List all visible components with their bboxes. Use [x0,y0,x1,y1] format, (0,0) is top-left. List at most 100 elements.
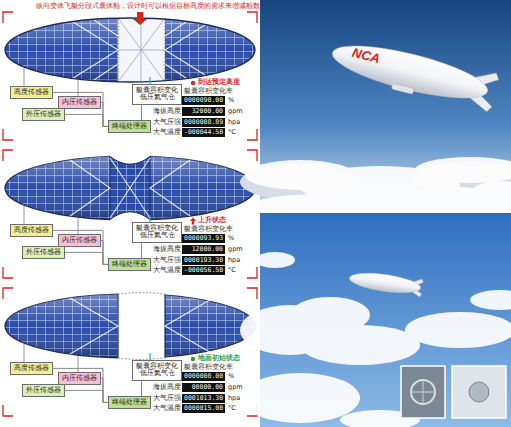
node-text: 终端处理器 [112,123,147,131]
unit-label: gpm [228,246,243,254]
signal-wire [65,390,108,402]
airship-envelope [70,298,213,354]
node-text: 艇囊容积变化 [136,87,178,95]
signal-wire [65,252,108,264]
airship [327,33,500,113]
inset-photo [411,380,435,404]
signal-wire [101,240,108,264]
airship-envelope [5,156,255,220]
airship-envelope [118,18,165,82]
airship-envelope [5,294,118,358]
airship-envelope [5,294,118,358]
digital-readout: 0000015.00 [182,404,225,413]
helium-pipe [149,215,150,222]
helium-pipe [149,77,150,84]
unit-label: °C [228,267,236,275]
readout-label: 大气温度 [153,405,181,413]
node-text: 终端处理器 [112,399,147,407]
node-text: 低压氦气仓 [136,94,178,102]
readout-title: 艇囊容积变化率 [184,226,233,234]
airship-envelope [5,294,118,358]
readout-label: 海拔高度 [153,246,181,254]
inset-photo [469,382,489,402]
node-text: 内压传感器 [62,99,97,107]
status-dot [191,81,195,85]
digital-readout: 0000008.89 [182,118,225,127]
node-text: 外压传感器 [26,249,61,257]
photo-low-altitude [255,252,295,268]
helium-pipe [149,353,150,360]
readout-title: 艇囊容积变化率 [184,88,233,96]
airship-envelope [150,156,255,220]
unit-label: gpm [228,384,243,392]
airship-envelope [150,156,255,220]
external-pressure-sensor: 外压传感器 [22,108,65,121]
node-text: 艇囊容积变化 [136,363,178,371]
inset-photo [401,366,445,418]
airship [348,269,424,297]
readout-label: 大气压强 [153,395,181,403]
corner-bracket [3,288,257,416]
readout-label: 大气温度 [153,267,181,275]
unit-label: hpa [228,395,240,403]
unit-label: % [228,235,234,243]
airship-envelope [118,19,165,82]
readout-label: 大气温度 [153,129,181,137]
airship-envelope [118,293,165,360]
photo-high-altitude [240,0,511,218]
inset-photo [452,366,506,418]
signal-wire [101,378,108,402]
terminal-processor: 终端处理器 [108,258,151,271]
inset-photo [401,366,506,418]
airship-envelope [118,294,165,358]
airship-envelope [5,293,255,360]
airship-envelope [118,16,165,86]
internal-pressure-sensor: 内压传感器 [58,372,101,385]
airship-envelope [70,158,190,218]
digital-readout: -000044.50 [182,128,225,137]
airship-envelope [5,156,110,220]
digital-readout: 32000.00 [182,107,225,116]
photo-high-altitude [245,157,511,218]
node-text: 终端处理器 [112,261,147,269]
status-dot [191,357,195,361]
airship [391,83,414,94]
node-text: 低压氦气仓 [136,370,178,378]
photo-low-altitude [240,213,511,427]
photo-low-altitude [240,252,511,427]
photo-low-altitude [240,373,360,423]
photo-low-altitude [405,312,511,348]
node-text: 外压传感器 [26,111,61,119]
node-text: 外压传感器 [26,387,61,395]
internal-pressure-sensor: 内压传感器 [58,96,101,109]
airship-envelope [70,20,213,80]
unit-label: °C [228,405,236,413]
airship-envelope [150,156,255,220]
digital-readout: 00000.00 [182,383,225,392]
airship-envelope [5,156,110,220]
external-pressure-sensor: 外压传感器 [22,384,65,397]
unit-label: gpm [228,108,243,116]
corner-bracket [3,150,257,278]
unit-label: % [228,97,234,105]
unit-label: hpa [228,119,240,127]
signal-wire [141,243,142,258]
corner-bracket [3,12,257,140]
airship-envelope [5,18,255,82]
descend-arrow [133,12,147,25]
external-pressure-sensor: 外压传感器 [22,246,65,259]
node-text: 内压传感器 [62,375,97,383]
diagram-title: 纵向变体飞艇分段式囊体舱，设计时可以根据目标高度的需求来增减舱数 [36,3,260,11]
terminal-processor: 终端处理器 [108,120,151,133]
section-ground [3,288,257,416]
digital-readout: 0001013.30 [182,394,225,403]
airship-envelope [5,16,255,86]
digital-readout: 0000193.30 [182,256,225,265]
readout-label: 大气压强 [153,257,181,265]
altitude-sensor: 高度传感器 [10,224,53,237]
airship [328,35,492,109]
node-text: 高度传感器 [14,365,49,373]
unit-label: % [228,373,234,381]
